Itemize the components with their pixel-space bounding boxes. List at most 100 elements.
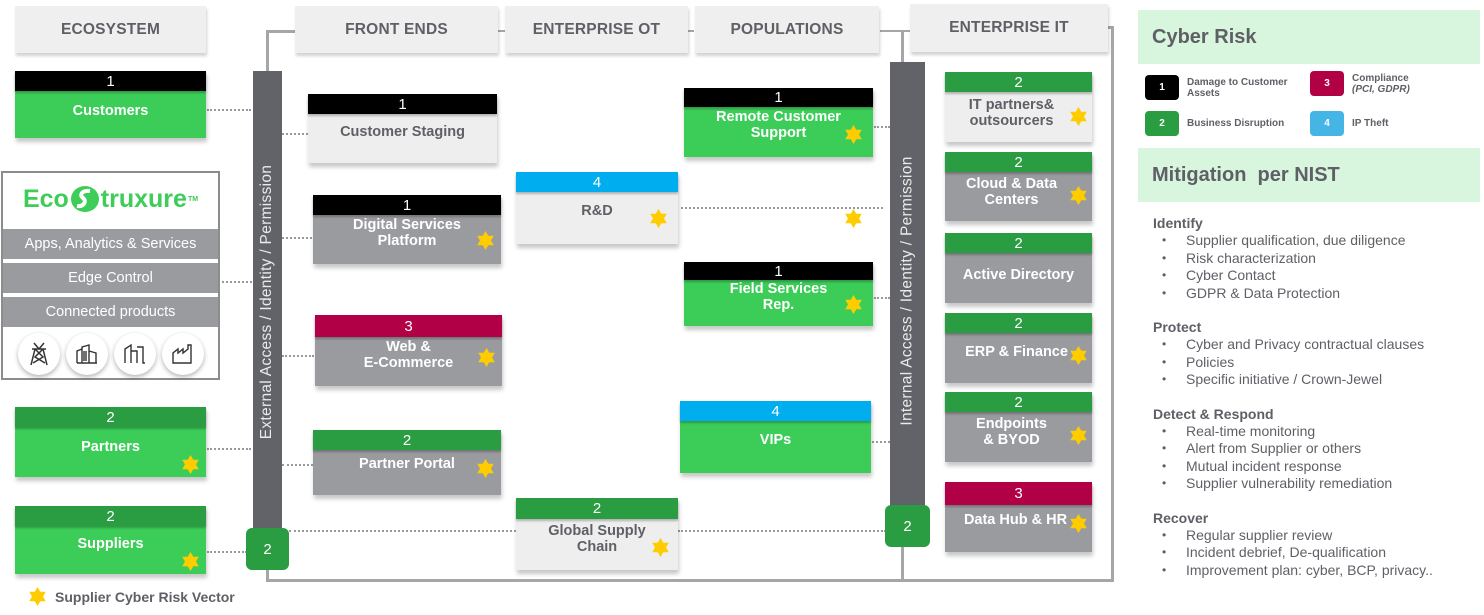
list-item: GDPR & Data Protection bbox=[1153, 285, 1473, 303]
node-label: Data Hub & HR bbox=[945, 502, 1092, 552]
connector-partners bbox=[207, 448, 251, 450]
label-line2: Centers bbox=[984, 191, 1039, 208]
header-enterprise-ot: ENTERPRISE OT bbox=[505, 6, 688, 53]
internal-access-bar: Internal Access / Identity / Permission bbox=[890, 62, 925, 520]
frame-left-upper bbox=[266, 30, 269, 72]
risk-band: 3 bbox=[945, 482, 1092, 505]
cyber-risk-title: Cyber Risk bbox=[1138, 10, 1480, 64]
supplier-risk-legend: Supplier Cyber Risk Vector bbox=[28, 587, 235, 606]
node-remote-support[interactable]: 1 Remote Customer Support bbox=[684, 88, 873, 157]
connector-rnd bbox=[681, 207, 883, 209]
star-icon bbox=[1069, 107, 1088, 126]
node-rnd[interactable]: 4 R&D bbox=[516, 172, 678, 244]
label-line1: Field Services bbox=[729, 281, 828, 297]
node-partner-portal[interactable]: 2 Partner Portal bbox=[313, 430, 501, 495]
layer-connected: Connected products bbox=[3, 297, 218, 327]
node-customer-staging[interactable]: 1 Customer Staging bbox=[308, 94, 497, 163]
list-item: Supplier qualification, due diligence bbox=[1153, 232, 1473, 250]
node-label: Digital Services Platform bbox=[313, 215, 501, 264]
connector-field-services bbox=[874, 297, 890, 299]
ecostruxure-block: Eco truxure TM Apps, Analytics & Service… bbox=[1, 171, 220, 380]
node-label: Partner Portal bbox=[313, 450, 501, 495]
external-access-label: External Access / Identity / Permission bbox=[258, 164, 276, 440]
internal-access-label: Internal Access / Identity / Permission bbox=[898, 156, 916, 426]
section-title: Identify bbox=[1153, 215, 1203, 231]
section-title: Protect bbox=[1153, 319, 1202, 335]
risk-band: 1 bbox=[684, 262, 873, 280]
power-tower-icon bbox=[17, 333, 60, 375]
node-label: Customer Staging bbox=[308, 114, 497, 163]
risk-band: 2 bbox=[313, 430, 501, 450]
label-line1: Remote Customer bbox=[716, 109, 841, 125]
nist-identify: Identify Supplier qualification, due dil… bbox=[1153, 215, 1473, 302]
node-vips[interactable]: 4 VIPs bbox=[680, 401, 871, 473]
node-data-hub[interactable]: 3 Data Hub & HR bbox=[945, 482, 1092, 552]
star-icon bbox=[1069, 426, 1088, 445]
risk-legend-1: 1 Damage to Customer Assets bbox=[1145, 75, 1288, 100]
section-title: Detect & Respond bbox=[1153, 405, 1274, 422]
label-line1: Global Supply bbox=[548, 523, 646, 539]
risk-band: 2 bbox=[945, 313, 1092, 333]
star-icon bbox=[1069, 346, 1088, 365]
mitigation-title: Mitigation per NIST bbox=[1138, 148, 1480, 202]
label-line1: IT partners& bbox=[968, 97, 1055, 113]
list-item: Policies bbox=[1153, 354, 1473, 372]
list-item: Cyber and Privacy contractual clauses bbox=[1153, 336, 1473, 354]
node-label: R&D bbox=[516, 192, 678, 244]
internal-divider-top bbox=[901, 30, 904, 64]
node-partners[interactable]: 2 Partners bbox=[15, 407, 206, 477]
star-icon bbox=[28, 587, 47, 606]
label-line2: & BYOD bbox=[983, 432, 1040, 448]
risk-swatch: 1 bbox=[1145, 75, 1179, 100]
risk-band: 4 bbox=[516, 172, 678, 192]
label-line2: Platform bbox=[377, 232, 437, 249]
nist-recover: Recover Regular supplier review Incident… bbox=[1153, 510, 1473, 580]
frame-top-right bbox=[1104, 26, 1114, 29]
star-icon bbox=[844, 125, 863, 144]
risk-band: 1 bbox=[313, 195, 501, 215]
label-line1: Endpoints bbox=[976, 416, 1047, 432]
node-label: Cloud & Data Centers bbox=[945, 172, 1092, 221]
star-icon bbox=[181, 455, 200, 474]
star-icon bbox=[181, 552, 200, 571]
logo-eco: Eco bbox=[22, 184, 69, 213]
risk-band: 1 bbox=[15, 71, 206, 91]
node-active-directory[interactable]: 2 Active Directory bbox=[945, 233, 1092, 303]
node-label: Endpoints & BYOD bbox=[945, 412, 1092, 462]
connector-supply-right bbox=[678, 530, 886, 532]
node-field-services[interactable]: 1 Field Services Rep. bbox=[684, 262, 873, 326]
risk-band: 2 bbox=[945, 233, 1092, 253]
risk-band: 2 bbox=[945, 392, 1092, 412]
node-global-supply[interactable]: 2 Global Supply Chain bbox=[516, 498, 678, 570]
node-label: VIPs bbox=[680, 421, 871, 473]
factory-icon bbox=[161, 333, 204, 375]
risk-legend-2: 2 Business Disruption bbox=[1145, 111, 1284, 136]
star-icon bbox=[649, 209, 668, 228]
node-erp[interactable]: 2 ERP & Finance bbox=[945, 313, 1092, 383]
star-icon bbox=[651, 538, 670, 557]
node-label: Global Supply Chain bbox=[516, 518, 678, 570]
node-web-ecommerce[interactable]: 3 Web & E-Commerce bbox=[315, 315, 502, 386]
node-cloud[interactable]: 2 Cloud & Data Centers bbox=[945, 152, 1092, 221]
connector-fe-ot bbox=[497, 30, 505, 32]
header-enterprise-it: ENTERPRISE IT bbox=[910, 4, 1108, 52]
risk-band: 2 bbox=[516, 498, 678, 519]
list-item: Improvement plan: cyber, BCP, privacy.. bbox=[1153, 562, 1473, 580]
node-endpoints[interactable]: 2 Endpoints & BYOD bbox=[945, 392, 1092, 462]
label-line1: Digital Services bbox=[353, 216, 461, 233]
risk-legend-4: 4 IP Theft bbox=[1310, 111, 1388, 136]
frame-left-lower bbox=[266, 567, 269, 581]
risk-swatch: 2 bbox=[1145, 111, 1179, 136]
internal-access-badge: 2 bbox=[885, 505, 930, 547]
node-it-partners[interactable]: 2 IT partners& outsourcers bbox=[945, 72, 1092, 142]
node-label: Partners bbox=[15, 425, 206, 477]
risk-legend-3: 3 Compliance (PCI, GDPR) bbox=[1310, 71, 1410, 96]
node-digital-services[interactable]: 1 Digital Services Platform bbox=[313, 195, 501, 264]
label-line1: Cloud & Data bbox=[965, 175, 1058, 192]
node-suppliers[interactable]: 2 Suppliers bbox=[15, 506, 206, 574]
frame-bottom bbox=[266, 579, 1114, 582]
node-customers[interactable]: 1 Customers bbox=[15, 71, 206, 138]
list-item: Incident debrief, De-qualification bbox=[1153, 544, 1473, 562]
connector-vips bbox=[872, 441, 890, 443]
star-icon bbox=[844, 295, 863, 314]
